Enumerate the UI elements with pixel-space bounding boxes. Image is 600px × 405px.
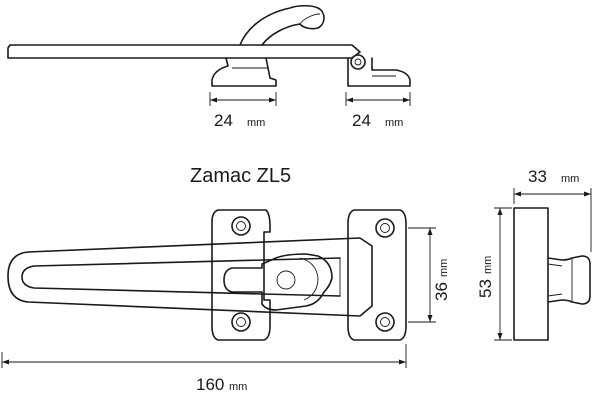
product-title: Zamac ZL5 <box>190 165 291 187</box>
dimension-top-left: 24 mm <box>209 92 277 130</box>
hinge-pin <box>350 54 366 70</box>
left-top-screw-hole <box>231 216 251 236</box>
dim-overall-length-value: 160 <box>196 375 224 394</box>
guard-arm <box>7 237 373 317</box>
top-view-bar <box>7 44 361 59</box>
dim-top-right-value: 24 <box>352 111 371 130</box>
side-view-stem <box>547 255 591 305</box>
dimension-overall-length: 160 mm <box>1 344 407 394</box>
dimension-hole-spacing: 36 mm <box>408 227 451 323</box>
left-bottom-screw-hole <box>231 312 251 332</box>
right-top-screw-hole <box>375 218 395 238</box>
side-view <box>513 207 591 341</box>
top-view <box>7 4 411 87</box>
dimension-plate-height: 53 mm <box>476 207 512 341</box>
dimension-top-right: 24 mm <box>345 92 411 130</box>
dim-projection-unit: mm <box>561 173 579 185</box>
left-mounting-plate <box>211 209 271 341</box>
guard-arm-slot <box>21 257 341 297</box>
top-view-right-base <box>347 57 411 87</box>
dim-plate-height-value: 53 <box>476 279 495 298</box>
front-view <box>7 209 407 341</box>
right-bottom-screw-hole <box>375 312 395 332</box>
top-view-left-base <box>211 57 277 87</box>
dim-hole-spacing-unit: mm <box>438 259 450 277</box>
dim-top-right-unit: mm <box>385 117 403 129</box>
dim-hole-spacing-value: 36 <box>432 282 451 301</box>
right-mounting-plate <box>347 209 407 341</box>
dim-projection-value: 33 <box>528 167 547 186</box>
dim-top-left-unit: mm <box>247 117 265 129</box>
dimension-projection: 33 mm <box>513 167 592 252</box>
side-view-plate <box>513 207 549 341</box>
dim-overall-length-unit: mm <box>229 381 247 393</box>
dim-top-left-value: 24 <box>214 111 233 130</box>
top-view-knob-arm <box>239 4 325 46</box>
slider-knob <box>223 253 333 311</box>
dim-plate-height-unit: mm <box>482 256 494 274</box>
